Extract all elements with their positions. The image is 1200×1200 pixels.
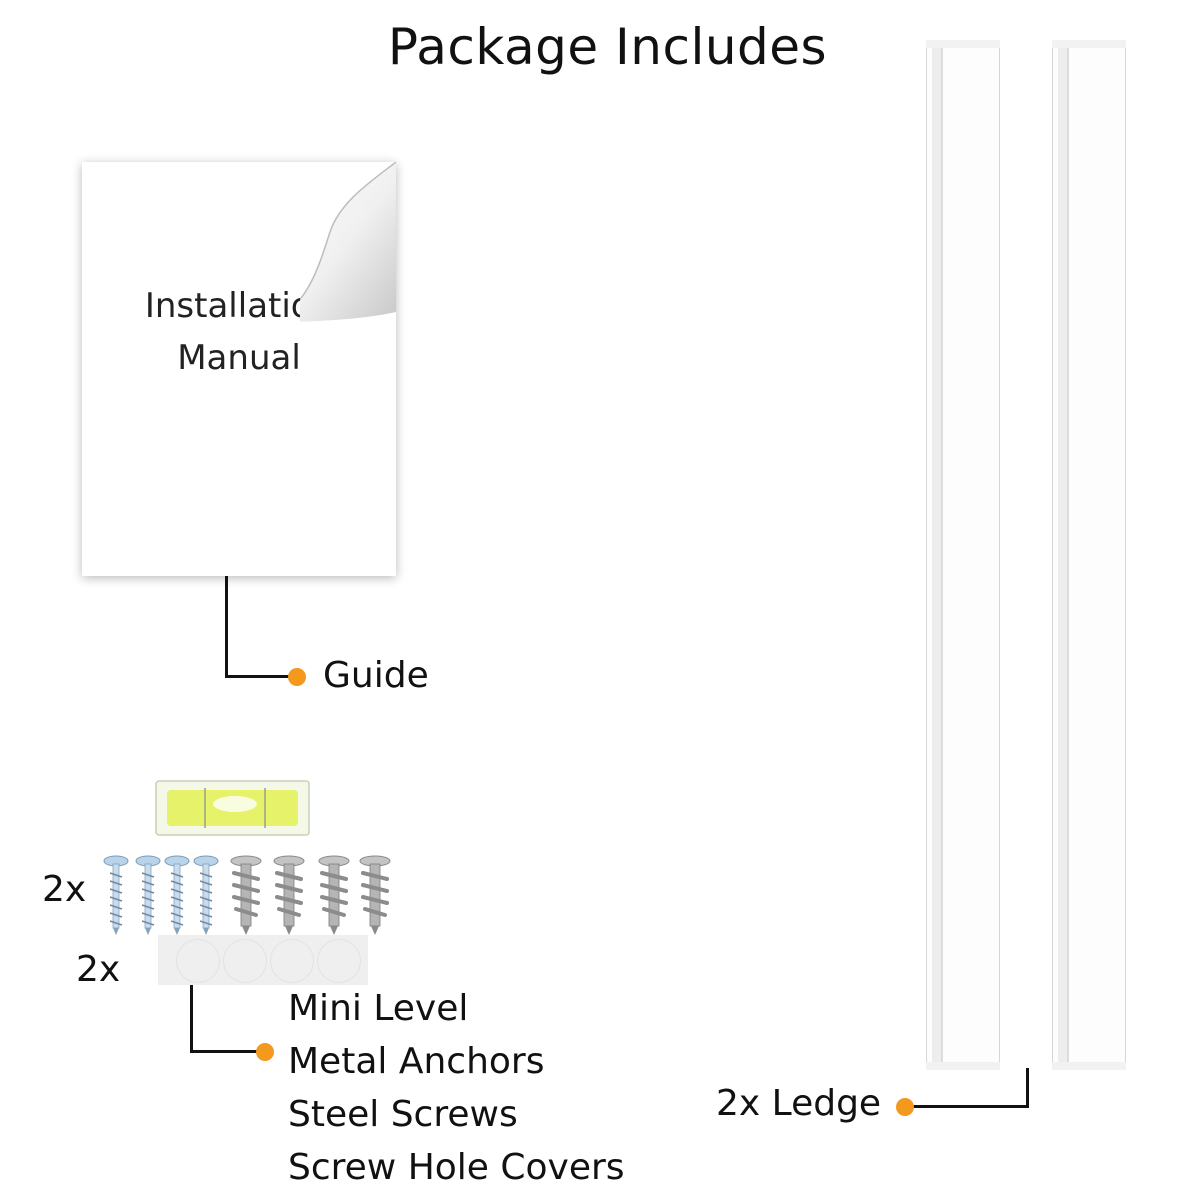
ledge-label: 2x Ledge [716, 1083, 882, 1124]
hardware-item-mini-level: Mini Level [288, 988, 469, 1029]
hardware-item-steel-screws: Steel Screws [288, 1094, 518, 1135]
screw-hole-cover-icon [158, 935, 368, 985]
screws-quantity: 2x [42, 869, 87, 910]
guide-callout-line-v [225, 576, 228, 678]
ledge-callout-dot [896, 1098, 914, 1116]
hardware-callout-line-h [190, 1050, 260, 1053]
ledge-icon [926, 40, 1000, 1070]
guide-label: Guide [323, 655, 429, 696]
screw-hole-cover [317, 939, 361, 983]
hardware-callout-line-v [190, 985, 193, 1053]
screw-hole-cover [176, 939, 220, 983]
ledge-callout-line-v [1026, 1068, 1029, 1108]
metal-anchor-icon [273, 855, 305, 935]
metal-anchor-icon [318, 855, 350, 935]
mini-level-icon [155, 780, 310, 836]
metal-anchor-icon [230, 855, 262, 935]
steel-screw-icon [193, 855, 219, 935]
steel-screw-icon [135, 855, 161, 935]
guide-callout-line-h [225, 675, 293, 678]
covers-quantity: 2x [76, 949, 121, 990]
ledge-callout-line-h [910, 1105, 1029, 1108]
hardware-callout-dot [256, 1043, 274, 1061]
metal-anchor-icon [359, 855, 391, 935]
screw-hole-cover [223, 939, 267, 983]
hardware-item-list: Mini Level Metal Anchors Steel Screws Sc… [288, 982, 625, 1194]
page-curl-icon [300, 162, 396, 322]
guide-callout-dot [288, 668, 306, 686]
manual-title-line2: Manual [177, 338, 301, 378]
page-title: Package Includes [387, 18, 828, 76]
hardware-item-metal-anchors: Metal Anchors [288, 1041, 545, 1082]
hardware-item-screw-hole-covers: Screw Hole Covers [288, 1147, 625, 1188]
steel-screw-icon [103, 855, 129, 935]
ledge-icon [1052, 40, 1126, 1070]
screw-hole-cover [270, 939, 314, 983]
steel-screw-icon [164, 855, 190, 935]
